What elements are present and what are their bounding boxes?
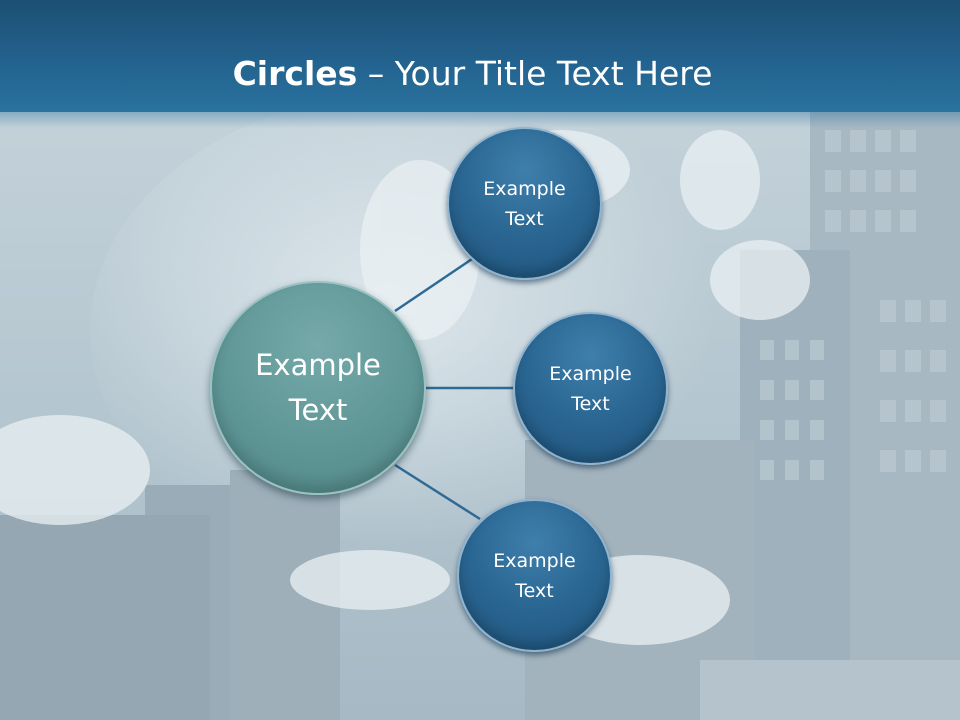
connector-bottom <box>394 463 481 521</box>
title-bar <box>0 0 960 112</box>
slide-title[interactable]: Circles – Your Title Text Here <box>0 52 945 96</box>
title-bar-fade <box>0 106 960 128</box>
node-circle-top[interactable]: Example Text <box>447 127 602 280</box>
center-circle[interactable]: Example Text <box>210 281 426 495</box>
node-circle-label: Example Text <box>549 362 632 415</box>
slide-title-bold: Circles <box>232 54 358 93</box>
connector-top <box>394 255 476 313</box>
node-circle-label: Example Text <box>483 177 566 230</box>
slide-title-rest: – Your Title Text Here <box>357 54 713 93</box>
center-circle-label: Example Text <box>255 348 381 427</box>
node-circle-label: Example Text <box>493 549 576 602</box>
node-circle-middle[interactable]: Example Text <box>513 312 668 465</box>
node-circle-bottom[interactable]: Example Text <box>457 499 612 652</box>
